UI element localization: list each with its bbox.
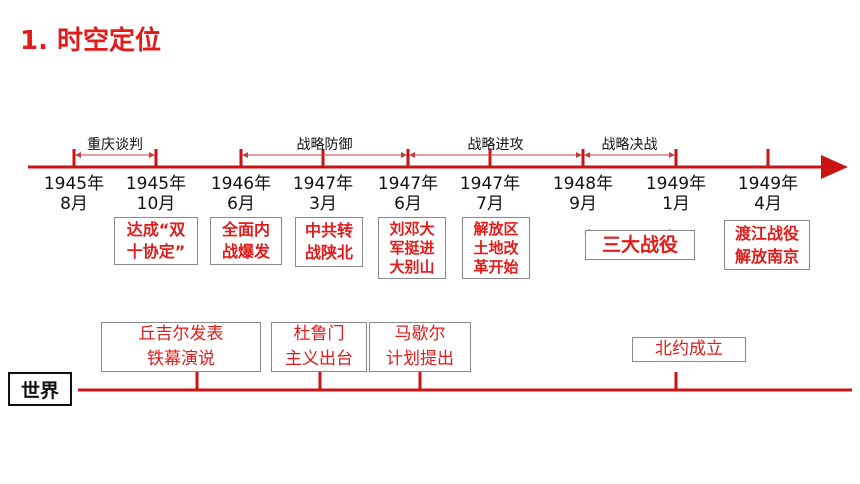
world-event-line: 铁幕演说 [147,349,215,369]
period-label: 战略进攻 [467,137,524,153]
china-event-line: 战爆发 [221,242,270,261]
date-month: 8月 [60,194,88,214]
china-event-line: 达成“双 [126,220,186,239]
china-event-box: 中共转战陕北 [295,217,363,267]
date-year: 1946年 [210,174,272,194]
world-event-line: 北约成立 [655,339,723,359]
china-event-box: 达成“双十协定” [114,217,198,265]
china-event-box: 全面内战爆发 [210,217,282,265]
china-event-line: 军挺进 [389,238,435,257]
china-event-text: 三大战役 [602,233,678,257]
world-event-line: 主义出台 [285,349,353,369]
china-event-line: 革开始 [473,257,519,276]
date-month: 6月 [227,194,255,214]
period-label: 战略防御 [296,137,353,153]
world-event-text: 北约成立 [655,337,723,362]
world-event-text: 马歇尔计划提出 [386,322,454,372]
china-event-box: 三大战役 [585,230,695,260]
date-month: 7月 [476,194,504,214]
world-event-text: 丘吉尔发表铁幕演说 [139,322,224,372]
date-year: 1948年 [552,174,614,194]
china-event-text: 解放区土地改革开始 [473,220,518,277]
china-event-text: 中共转战陕北 [305,220,353,264]
china-event-line: 解放区 [473,219,519,238]
period-label: 战略决战 [601,137,658,153]
china-event-line: 三大战役 [601,234,678,256]
period-label: 重庆谈判 [87,137,143,153]
date-month: 6月 [394,194,422,214]
china-event-line: 中共转 [304,221,353,240]
china-event-line: 大别山 [389,257,435,276]
world-event-line: 杜鲁门 [293,324,345,344]
china-event-text: 渡江战役解放南京 [735,222,799,268]
date-year: 1945年 [125,174,187,194]
date-year: 1947年 [292,174,354,194]
date-month: 9月 [569,194,597,214]
world-event-box: 马歇尔计划提出 [369,322,471,372]
date-month: 1月 [662,194,690,214]
china-event-box: 解放区土地改革开始 [462,217,530,279]
page-title: 1. 时空定位 [20,26,162,56]
china-event-box: 刘邓大军挺进大别山 [378,217,446,279]
date-year: 1947年 [459,174,521,194]
world-event-line: 计划提出 [386,349,454,369]
date-year: 1949年 [645,174,707,194]
date-year: 1945年 [43,174,105,194]
world-label: 世界 [8,372,72,406]
china-event-line: 战陕北 [304,243,353,262]
date-month: 4月 [754,194,782,214]
world-event-box: 北约成立 [632,337,746,362]
china-event-text: 达成“双十协定” [127,219,186,263]
date-year: 1947年 [377,174,439,194]
world-event-box: 杜鲁门主义出台 [271,322,367,372]
china-event-text: 全面内战爆发 [222,219,270,263]
china-event-line: 解放南京 [734,247,799,266]
date-month: 10月 [136,194,176,214]
china-event-text: 刘邓大军挺进大别山 [389,220,434,277]
china-event-line: 土地改 [473,238,519,257]
date-year: 1949年 [737,174,799,194]
china-event-line: 刘邓大 [389,219,435,238]
world-event-line: 马歇尔 [394,324,446,344]
world-event-line: 丘吉尔发表 [138,324,224,344]
china-event-line: 十协定” [126,242,186,261]
china-event-line: 全面内 [221,220,270,239]
world-event-text: 杜鲁门主义出台 [285,322,353,372]
world-event-box: 丘吉尔发表铁幕演说 [101,322,261,372]
china-event-box: 渡江战役解放南京 [724,220,810,270]
date-month: 3月 [309,194,337,214]
china-event-line: 渡江战役 [734,224,799,243]
